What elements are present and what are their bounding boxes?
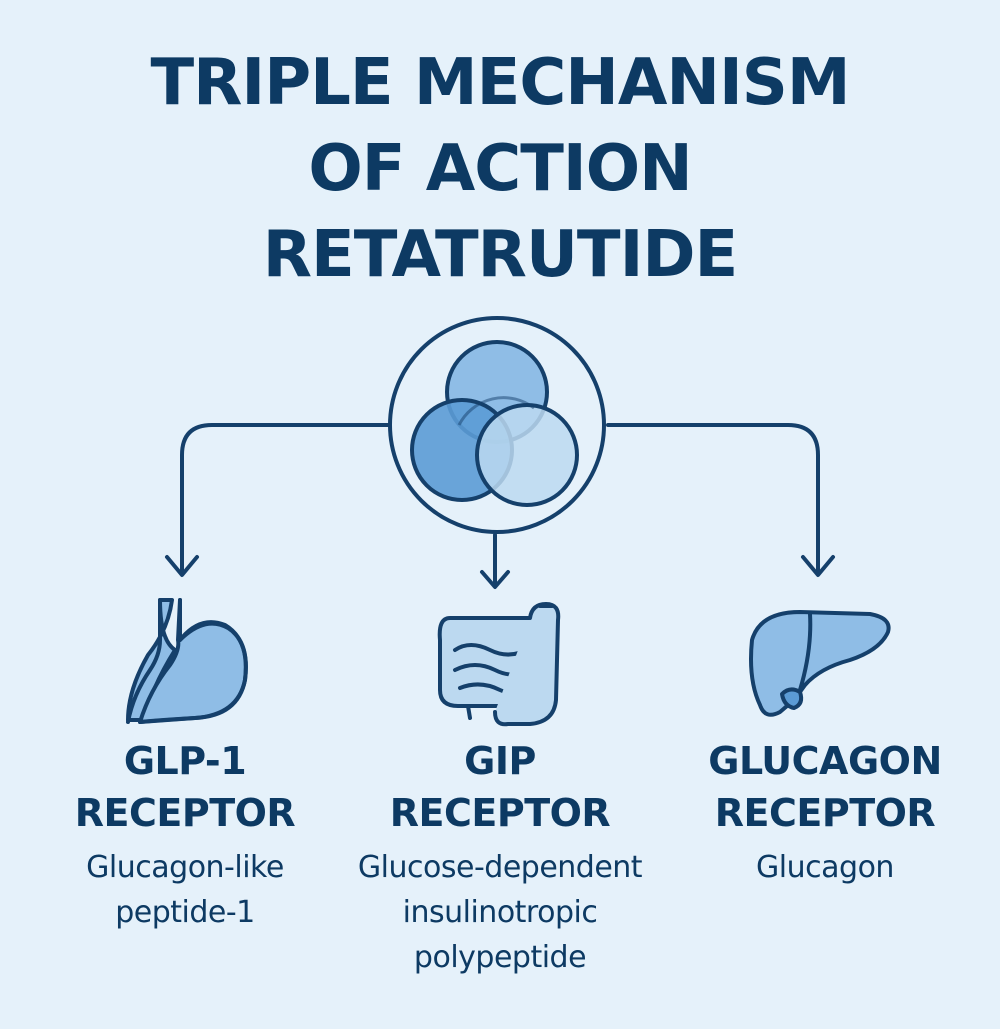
glucagon-name-line-1: GLUCAGON [708, 739, 942, 783]
connector-left [180, 423, 394, 574]
stomach-icon [126, 598, 248, 724]
gip-name-line-2: RECEPTOR [389, 791, 611, 835]
title-line-3: RETATRUTIDE [262, 218, 738, 292]
glucagon-receptor-column: GLUCAGON RECEPTOR Glucagon [680, 735, 970, 890]
gip-name-line-1: GIP [464, 739, 536, 783]
glucagon-receptor-description: Glucagon [680, 845, 970, 890]
glp1-desc-line-2: peptide-1 [115, 895, 255, 930]
glucagon-desc-line-1: Glucagon [756, 850, 894, 885]
gip-receptor-description: Glucose-dependent insulinotropic polypep… [320, 845, 680, 980]
glp1-receptor-column: GLP-1 RECEPTOR Glucagon-like peptide-1 [40, 735, 330, 935]
gip-receptor-column: GIP RECEPTOR Glucose-dependent insulinot… [320, 735, 680, 980]
gip-desc-line-2: insulinotropic [402, 895, 598, 930]
glucagon-name-line-2: RECEPTOR [714, 791, 936, 835]
glp1-name-line-1: GLP-1 [123, 739, 247, 783]
page-title: TRIPLE MECHANISM OF ACTION RETATRUTIDE [0, 40, 1000, 298]
intestines-icon [437, 602, 561, 727]
title-line-1: TRIPLE MECHANISM [150, 46, 850, 120]
glp1-receptor-name: GLP-1 RECEPTOR [40, 735, 330, 839]
arrowhead-middle [480, 570, 510, 589]
triple-venn-circles-icon [388, 316, 606, 534]
glp1-receptor-description: Glucagon-like peptide-1 [40, 845, 330, 935]
gip-desc-line-3: polypeptide [413, 940, 587, 975]
glp1-name-line-2: RECEPTOR [74, 791, 296, 835]
connector-right [606, 423, 820, 574]
arrowhead-left [165, 555, 199, 577]
liver-icon [749, 610, 891, 717]
gip-receptor-name: GIP RECEPTOR [320, 735, 680, 839]
glucagon-receptor-name: GLUCAGON RECEPTOR [680, 735, 970, 839]
arrowhead-right [801, 555, 835, 577]
title-line-2: OF ACTION [308, 132, 692, 206]
glp1-desc-line-1: Glucagon-like [86, 850, 284, 885]
gip-desc-line-1: Glucose-dependent [357, 850, 643, 885]
